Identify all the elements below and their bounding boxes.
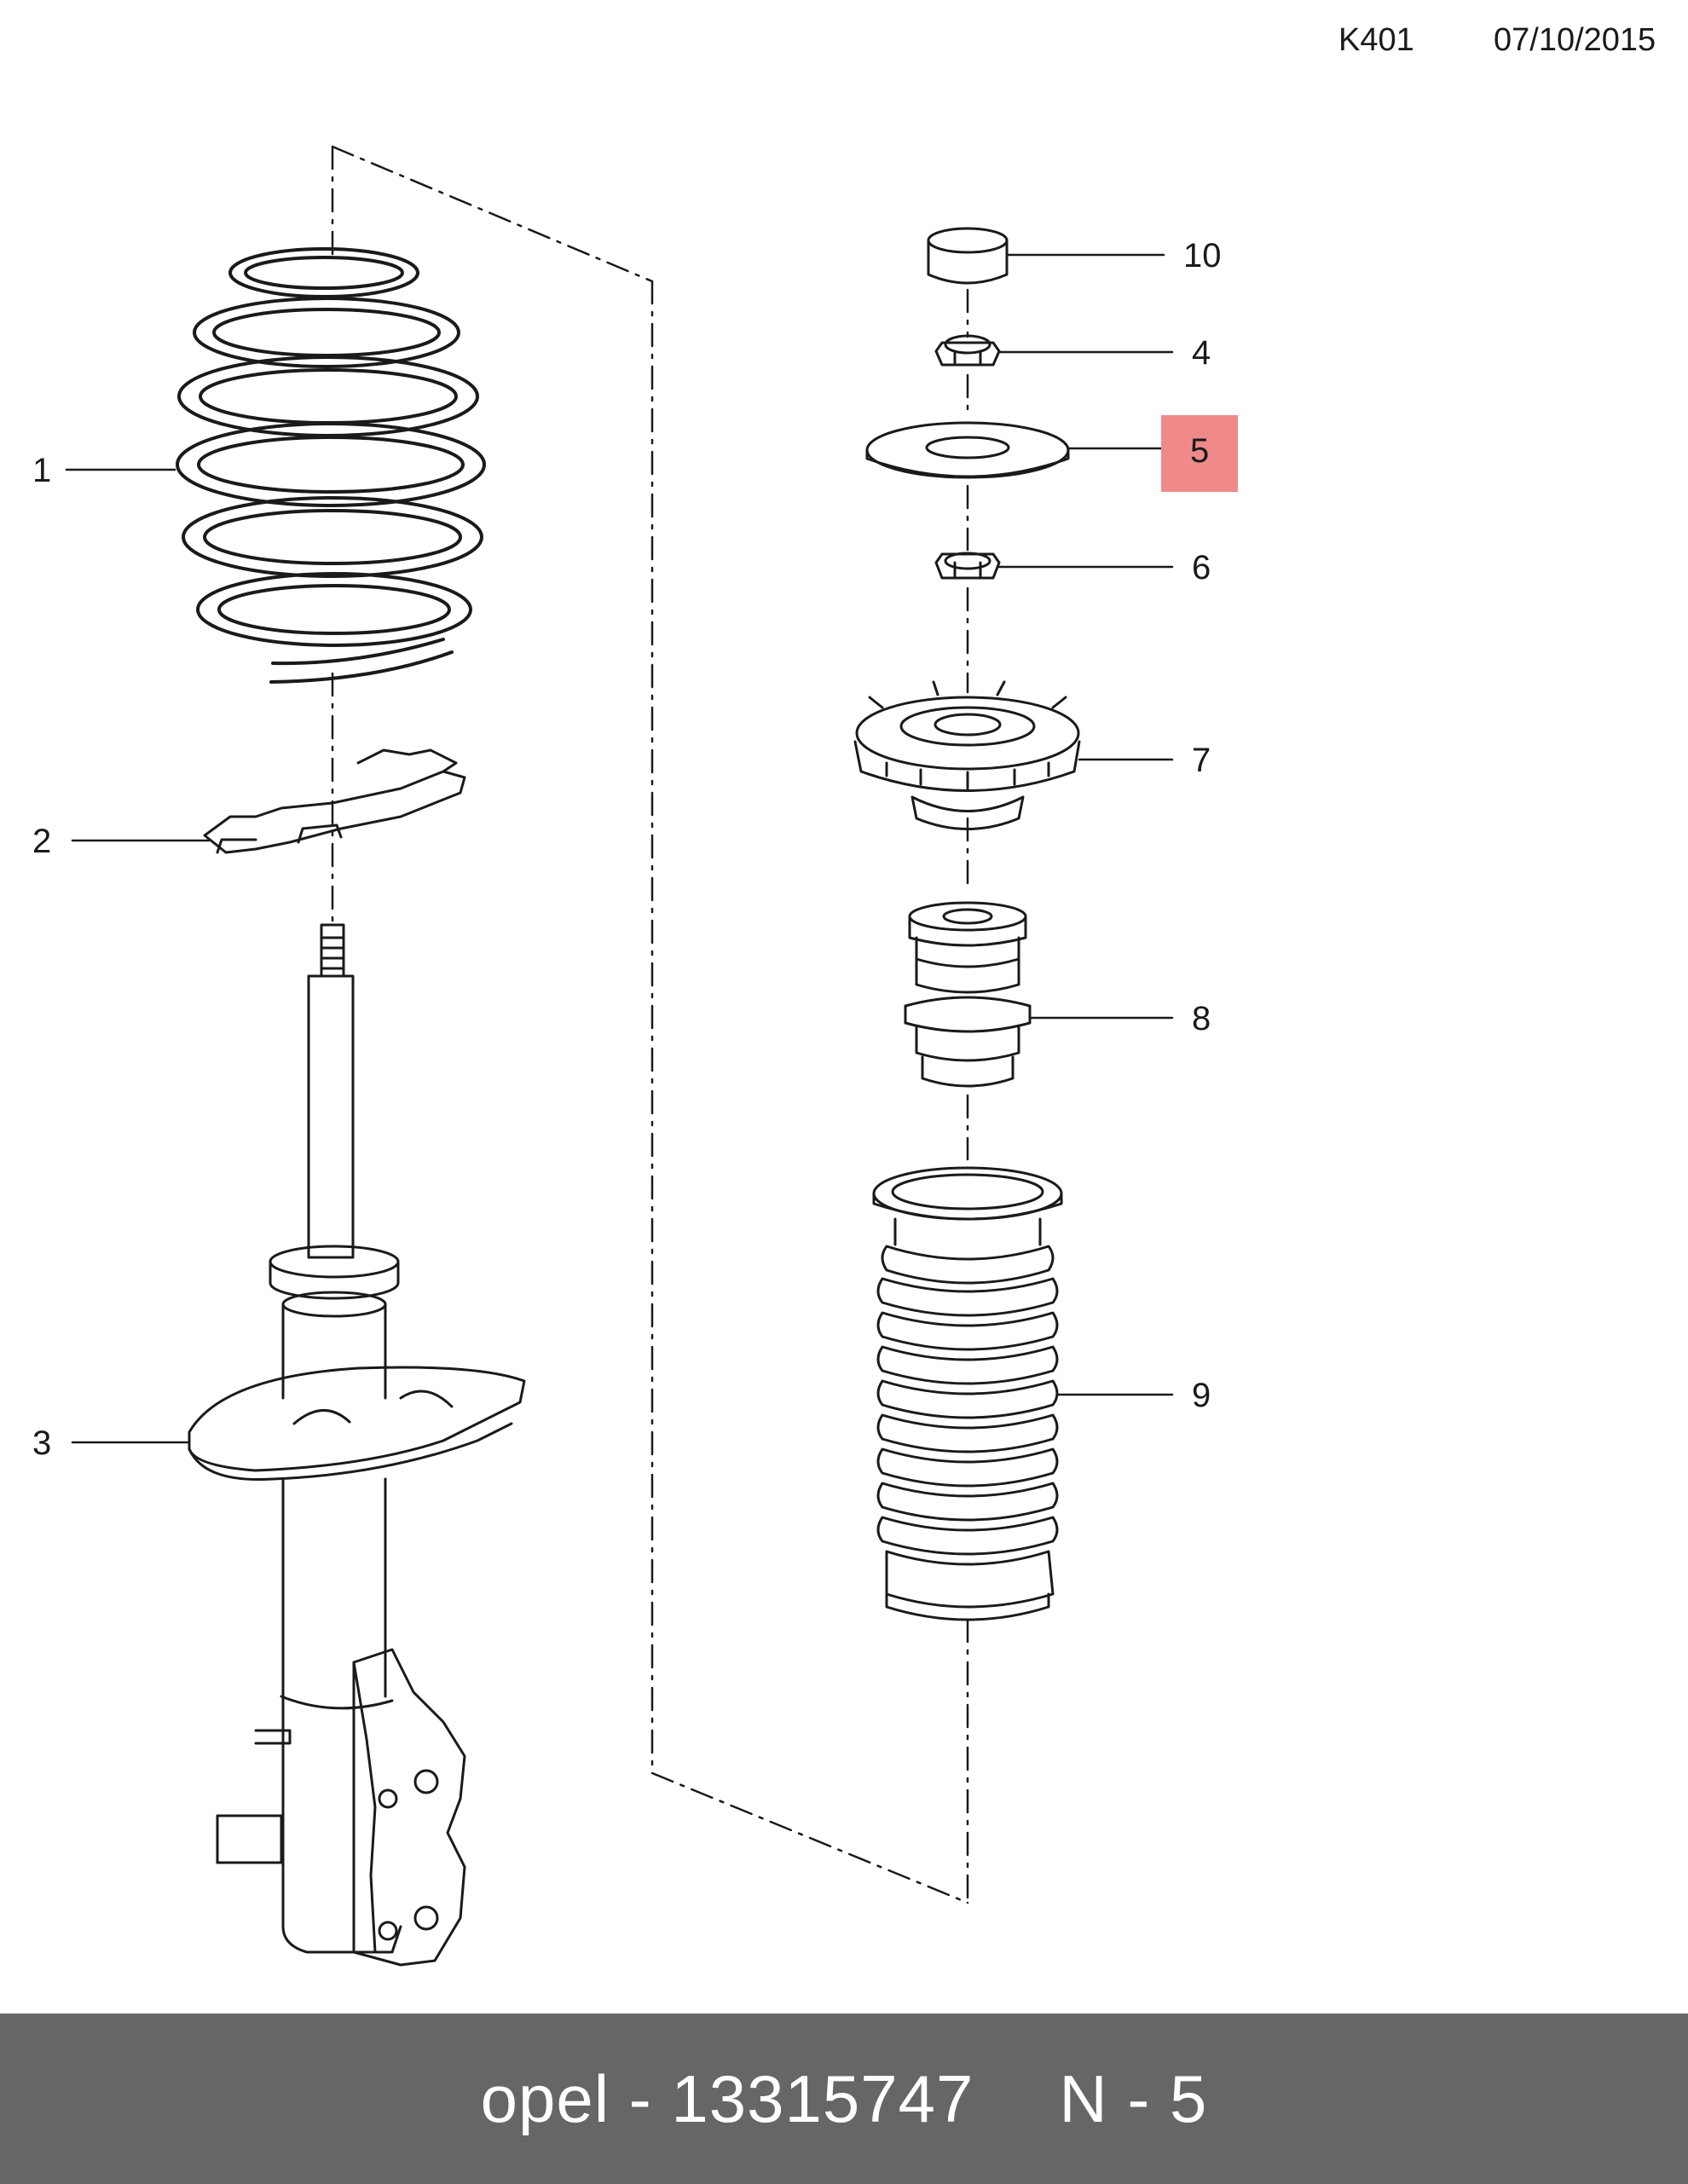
top-nut — [934, 334, 1001, 367]
callout-8[interactable]: 8 — [1192, 1000, 1211, 1037]
diagram-code: K401 — [1338, 22, 1414, 58]
coil-spring — [176, 247, 486, 684]
strut-mount — [853, 680, 1081, 830]
callout-2[interactable]: 2 — [32, 823, 51, 860]
callout-7[interactable]: 7 — [1192, 742, 1211, 779]
callout-1[interactable]: 1 — [32, 452, 51, 489]
leader-lines — [65, 253, 1174, 1444]
diagram-date: 07/10/2015 — [1494, 22, 1656, 58]
dust-boot — [872, 1166, 1063, 1621]
washer — [865, 421, 1070, 479]
bump-stop — [904, 901, 1032, 1088]
callout-highlight-box — [1161, 415, 1238, 492]
dust-cap — [927, 227, 1009, 285]
position-text: N - 5 — [1059, 2061, 1208, 2136]
callout-6[interactable]: 6 — [1192, 549, 1211, 586]
strut-exploded-diagram: 1 2 3 10 4 5 6 7 8 9 — [32, 145, 1238, 1967]
part-footer-bar: opel - 13315747 N - 5 — [0, 2014, 1688, 2184]
spring-seat-clip — [203, 748, 466, 854]
callout-3[interactable]: 3 — [32, 1424, 51, 1462]
callout-9[interactable]: 9 — [1192, 1377, 1211, 1414]
part-number-text: opel - 13315747 — [480, 2061, 974, 2136]
callout-10[interactable]: 10 — [1183, 237, 1222, 274]
assembly-dash-lines — [331, 145, 969, 1904]
callout-5[interactable]: 5 — [1190, 432, 1209, 470]
callout-4[interactable]: 4 — [1192, 334, 1211, 372]
lower-nut — [934, 552, 1001, 580]
strut-assembly — [188, 923, 526, 1967]
